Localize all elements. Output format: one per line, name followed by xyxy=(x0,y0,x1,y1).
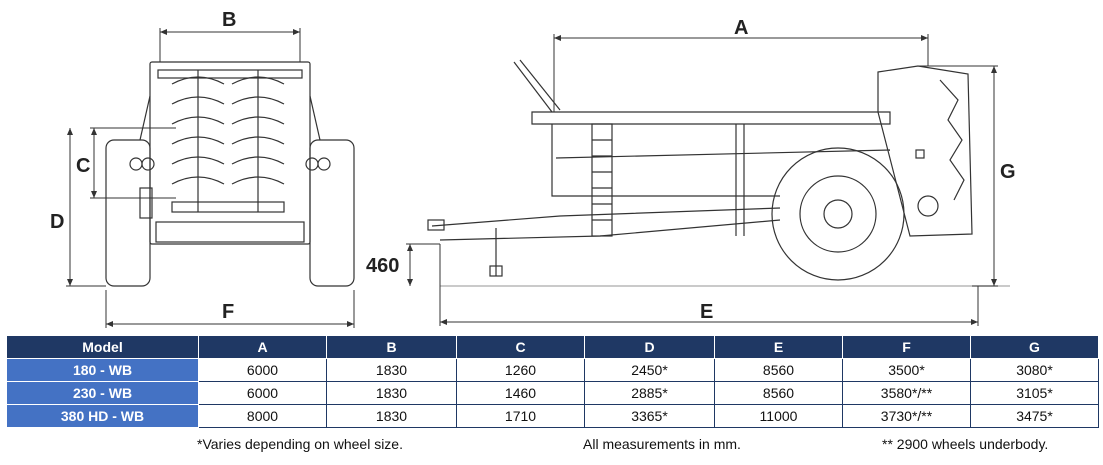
header-e: E xyxy=(714,335,843,359)
header-b: B xyxy=(326,335,457,359)
table-cell: 6000 xyxy=(198,358,327,382)
table-cell: 1830 xyxy=(326,381,457,405)
header-model: Model xyxy=(6,335,199,359)
table-cell: 11000 xyxy=(714,404,843,428)
table-cell: 3080* xyxy=(970,358,1099,382)
dimension-label-b: B xyxy=(222,9,236,31)
dimension-label-d: D xyxy=(50,211,64,233)
table-cell: 8000 xyxy=(198,404,327,428)
table-cell: 2450* xyxy=(584,358,715,382)
side-view-dimensions xyxy=(406,34,998,326)
table-cell: 3730*/** xyxy=(842,404,971,428)
model-cell: 230 - WB xyxy=(6,381,199,405)
table-cell: 1710 xyxy=(456,404,585,428)
table-header-row: Model A B C D E F G xyxy=(6,335,1099,359)
specification-table: Model A B C D E F G 180 - WB 6000 1830 1… xyxy=(6,335,1099,428)
side-view xyxy=(427,59,1010,287)
table-cell: 3365* xyxy=(584,404,715,428)
table-row: 380 HD - WB 8000 1830 1710 3365* 11000 3… xyxy=(6,404,1099,428)
footnote-underbody: ** 2900 wheels underbody. xyxy=(882,436,1049,452)
table-cell: 3580*/** xyxy=(842,381,971,405)
rear-view xyxy=(105,61,355,287)
table-cell: 1260 xyxy=(456,358,585,382)
dimension-label-g: G xyxy=(1000,161,1016,183)
header-f: F xyxy=(842,335,971,359)
dimension-label-e: E xyxy=(700,301,713,323)
table-cell: 1460 xyxy=(456,381,585,405)
table-cell: 3105* xyxy=(970,381,1099,405)
footnote-wheel-size: *Varies depending on wheel size. xyxy=(197,436,403,452)
header-g: G xyxy=(970,335,1099,359)
table-cell: 1830 xyxy=(326,358,457,382)
table-cell: 3500* xyxy=(842,358,971,382)
spreader-technical-drawing: B C D F xyxy=(50,9,1016,328)
dimension-label-hitch-height: 460 xyxy=(366,255,399,277)
model-cell: 380 HD - WB xyxy=(6,404,199,428)
table-cell: 6000 xyxy=(198,381,327,405)
model-cell: 180 - WB xyxy=(6,358,199,382)
footnote-units: All measurements in mm. xyxy=(583,436,741,452)
table-row: 180 - WB 6000 1830 1260 2450* 8560 3500*… xyxy=(6,358,1099,382)
table-row: 230 - WB 6000 1830 1460 2885* 8560 3580*… xyxy=(6,381,1099,405)
table-cell: 8560 xyxy=(714,381,843,405)
dimension-label-c: C xyxy=(76,155,90,177)
dimension-label-a: A xyxy=(734,17,748,39)
table-cell: 1830 xyxy=(326,404,457,428)
header-a: A xyxy=(198,335,327,359)
header-d: D xyxy=(584,335,715,359)
table-cell: 3475* xyxy=(970,404,1099,428)
table-cell: 2885* xyxy=(584,381,715,405)
rear-view-dimensions xyxy=(66,28,355,328)
dimension-label-f: F xyxy=(222,301,234,323)
header-c: C xyxy=(456,335,585,359)
table-cell: 8560 xyxy=(714,358,843,382)
footnotes: *Varies depending on wheel size. All mea… xyxy=(0,436,1103,460)
